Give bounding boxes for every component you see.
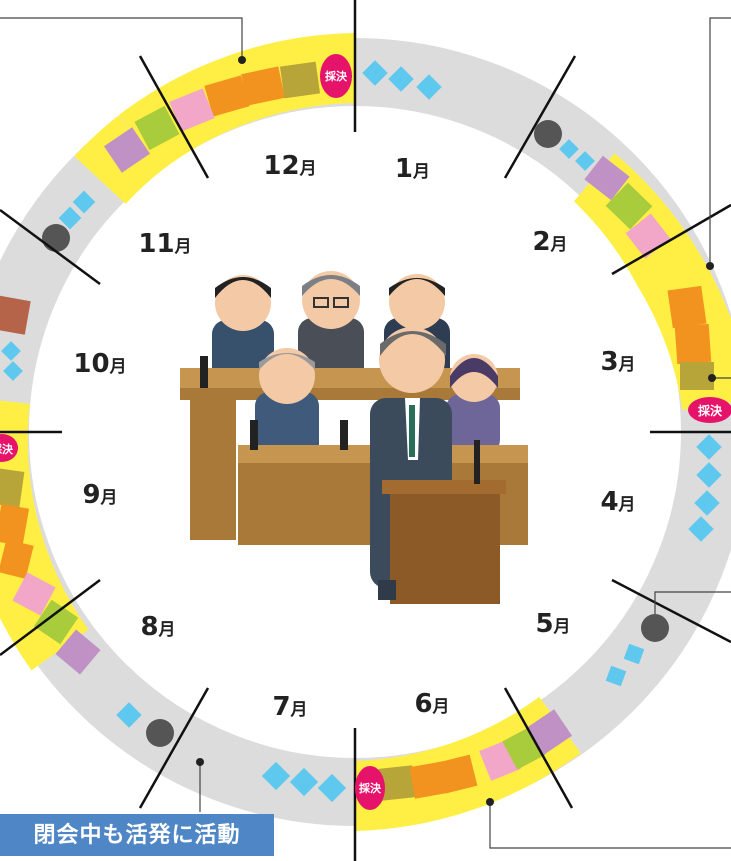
- block-orange: [675, 324, 712, 364]
- callout-line: [490, 802, 731, 848]
- callout-dot: [486, 798, 494, 806]
- dot-marker: [146, 719, 174, 747]
- podium: [382, 480, 506, 494]
- member-figure: [446, 354, 500, 454]
- microphone: [200, 356, 208, 388]
- vote-badge-label: 採決: [359, 781, 382, 795]
- vote-badge-label: 採決: [0, 442, 14, 456]
- vote-badge-mar: 採決: [688, 397, 731, 423]
- callout-line: [710, 18, 731, 266]
- dot-marker: [641, 614, 669, 642]
- block-olive: [280, 62, 320, 99]
- microphone: [340, 420, 348, 450]
- recess-activity-caption: 閉会中も活発に活動: [0, 814, 274, 856]
- vote-badge-label: 採決: [698, 403, 723, 418]
- callout-dot: [706, 262, 714, 270]
- callout-dot: [708, 374, 716, 382]
- vote-badge-dec: 採決: [320, 54, 352, 98]
- vote-badge-label: 採決: [325, 69, 348, 83]
- vote-badge-jun: 採決: [355, 766, 385, 810]
- callout-dot: [238, 56, 246, 64]
- block-orange: [668, 286, 707, 328]
- member-figure: [255, 348, 319, 458]
- dot-marker: [42, 224, 70, 252]
- inner-disc: [37, 114, 673, 750]
- callout-dot: [196, 758, 204, 766]
- microphone: [250, 420, 258, 450]
- dot-marker: [534, 120, 562, 148]
- callout-line: [0, 18, 242, 60]
